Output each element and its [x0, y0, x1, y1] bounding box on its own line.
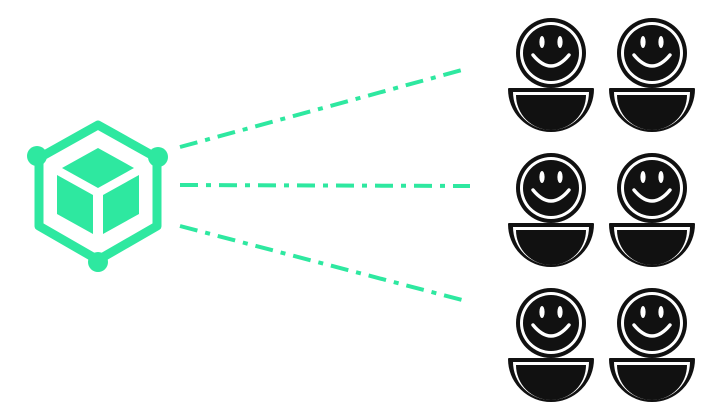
- person-eye-left: [539, 306, 545, 318]
- hexagon-node-bottom: [88, 252, 108, 272]
- person-smile: [632, 53, 672, 68]
- connector-line-2: [179, 183, 471, 188]
- person-body: [617, 95, 687, 130]
- person-eye-right: [557, 306, 563, 318]
- network-cube-icon: [27, 120, 168, 272]
- person-smile: [632, 188, 672, 203]
- connector-line-1: [179, 68, 463, 149]
- cube-notch: [94, 208, 99, 230]
- smiley-person-icon: [609, 18, 695, 132]
- smiley-person-icon: [508, 288, 594, 402]
- person-head: [523, 295, 579, 351]
- cube-right-face: [103, 175, 139, 234]
- cube-icon: [57, 148, 139, 234]
- smiley-person-icon: [508, 18, 594, 132]
- person-eye-left: [640, 171, 646, 183]
- person-smile: [531, 53, 571, 68]
- cube-left-face: [57, 175, 93, 234]
- audience-grid: [508, 18, 695, 402]
- connector-line-3: [179, 224, 463, 302]
- person-body: [617, 230, 687, 265]
- person-smile: [531, 323, 571, 338]
- person-body: [516, 95, 586, 130]
- smiley-person-icon: [508, 153, 594, 267]
- smiley-person-icon: [609, 153, 695, 267]
- person-eye-left: [539, 36, 545, 48]
- smiley-person-icon: [609, 288, 695, 402]
- person-body: [516, 365, 586, 400]
- person-smile: [632, 323, 672, 338]
- person-eye-right: [658, 171, 664, 183]
- person-head: [624, 25, 680, 81]
- hexagon-node-left: [27, 146, 47, 166]
- person-head: [523, 25, 579, 81]
- person-head: [523, 160, 579, 216]
- person-body: [617, 365, 687, 400]
- person-eye-right: [658, 36, 664, 48]
- person-head: [624, 295, 680, 351]
- person-eye-left: [640, 306, 646, 318]
- person-eye-right: [557, 36, 563, 48]
- hexagon-node-right: [148, 147, 168, 167]
- person-eye-right: [557, 171, 563, 183]
- connector-lines: [179, 68, 471, 302]
- cube-top-face: [62, 148, 134, 188]
- person-body: [516, 230, 586, 265]
- person-eye-right: [658, 306, 664, 318]
- person-smile: [531, 188, 571, 203]
- person-eye-left: [640, 36, 646, 48]
- person-eye-left: [539, 171, 545, 183]
- person-head: [624, 160, 680, 216]
- hexagon-ring: [34, 120, 162, 265]
